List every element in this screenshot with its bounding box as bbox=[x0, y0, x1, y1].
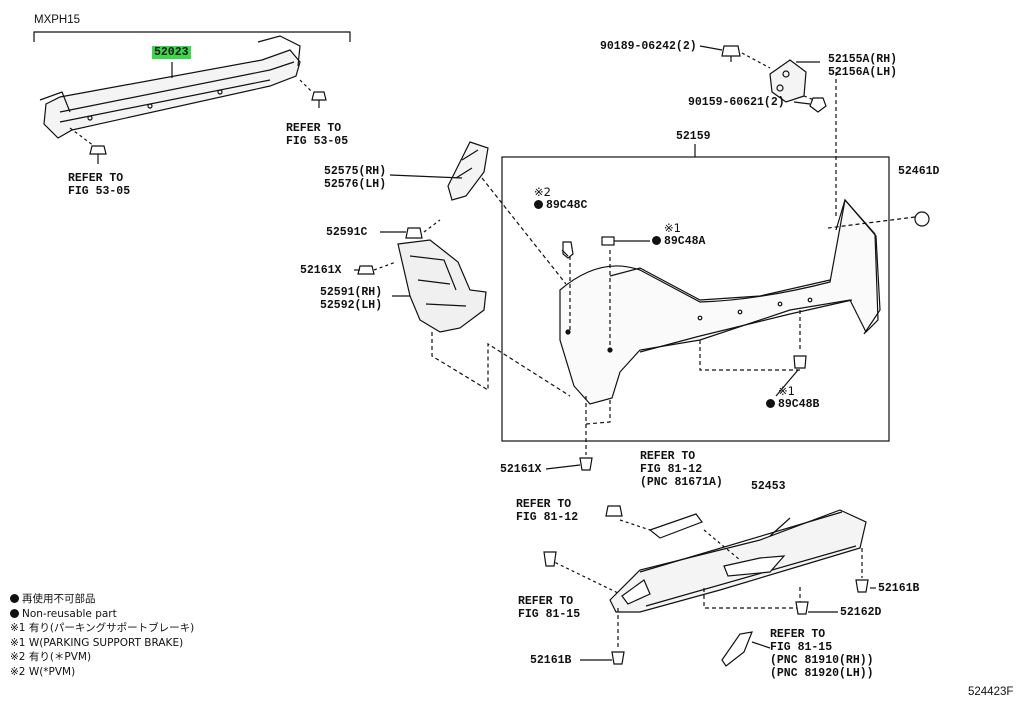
part-label-52159[interactable]: 52159 bbox=[676, 130, 711, 143]
group-bracket-line bbox=[33, 31, 351, 42]
legend-row-non-reusable: Non-reusable part bbox=[10, 607, 194, 622]
retainer-icon bbox=[405, 227, 423, 239]
model-label: MXPH15 bbox=[34, 14, 81, 26]
nut-icon bbox=[809, 97, 827, 113]
bumper-cover-part bbox=[559, 198, 881, 405]
reflector-part bbox=[648, 513, 703, 539]
diagram-id: 524423F bbox=[968, 686, 1014, 698]
part-label-52591C[interactable]: 52591C bbox=[326, 226, 368, 239]
plug-icon bbox=[914, 211, 930, 227]
legend-row-note2-jp: ※2 有り(＊PVM) bbox=[10, 651, 92, 664]
bolt-icon bbox=[721, 45, 741, 62]
part-label-52461D[interactable]: 52461D bbox=[898, 165, 940, 178]
non-reusable-bullet-icon bbox=[534, 200, 543, 209]
legend-row-non-reusable-jp: 再使用不可部品 bbox=[10, 592, 194, 607]
screw-icon bbox=[357, 265, 375, 275]
screw-icon bbox=[579, 457, 593, 471]
legend-row-note1: ※1 W(PARKING SUPPORT BRAKE) bbox=[10, 636, 184, 649]
part-label-52161X-b[interactable]: 52161X bbox=[500, 463, 542, 476]
legend-row-note2: ※2 W(*PVM) bbox=[10, 665, 76, 678]
bolt-icon bbox=[89, 145, 107, 164]
lower-cover-part bbox=[609, 509, 867, 613]
bracket-lower-part bbox=[397, 239, 487, 333]
clip-icon bbox=[793, 355, 807, 369]
reflector-part bbox=[721, 631, 753, 667]
bolt-icon bbox=[605, 505, 623, 517]
non-reusable-bullet-icon bbox=[766, 399, 775, 408]
part-label-nut-90159[interactable]: 90159-60621(2) bbox=[688, 96, 785, 109]
screw-icon bbox=[611, 651, 625, 665]
part-label-52161B-b[interactable]: 52161B bbox=[530, 654, 572, 667]
part-label-52023[interactable]: 52023 bbox=[152, 46, 191, 59]
reinforcement-part bbox=[39, 35, 301, 139]
part-label-52162D[interactable]: 52162D bbox=[840, 606, 882, 619]
non-reusable-bullet-icon bbox=[10, 594, 19, 603]
part-label-bolt-90189[interactable]: 90189-06242(2) bbox=[600, 40, 697, 53]
legend-row-note1-jp: ※1 有り(パーキングサポートブレーキ) bbox=[10, 622, 195, 635]
screw-icon bbox=[855, 579, 869, 593]
clip-icon bbox=[601, 236, 615, 246]
part-label-52161B-a[interactable]: 52161B bbox=[878, 582, 920, 595]
bracket-side-part bbox=[447, 141, 489, 201]
screw-icon bbox=[543, 551, 557, 567]
part-label-52155A[interactable]: 52155A(RH)52156A(LH) bbox=[828, 53, 898, 79]
screw-icon bbox=[795, 601, 809, 615]
part-label-52453[interactable]: 52453 bbox=[751, 480, 786, 493]
legend: 再使用不可部品 Non-reusable part ※1 有り(パーキングサポー… bbox=[10, 592, 194, 680]
bolt-icon bbox=[311, 91, 327, 108]
part-label-52575[interactable]: 52575(RH)52576(LH) bbox=[324, 165, 387, 191]
non-reusable-bullet-icon bbox=[10, 608, 19, 618]
non-reusable-bullet-icon bbox=[652, 236, 661, 245]
part-label-52591[interactable]: 52591(RH)52592(LH) bbox=[320, 286, 383, 312]
part-label-52161X-a[interactable]: 52161X bbox=[300, 264, 342, 277]
